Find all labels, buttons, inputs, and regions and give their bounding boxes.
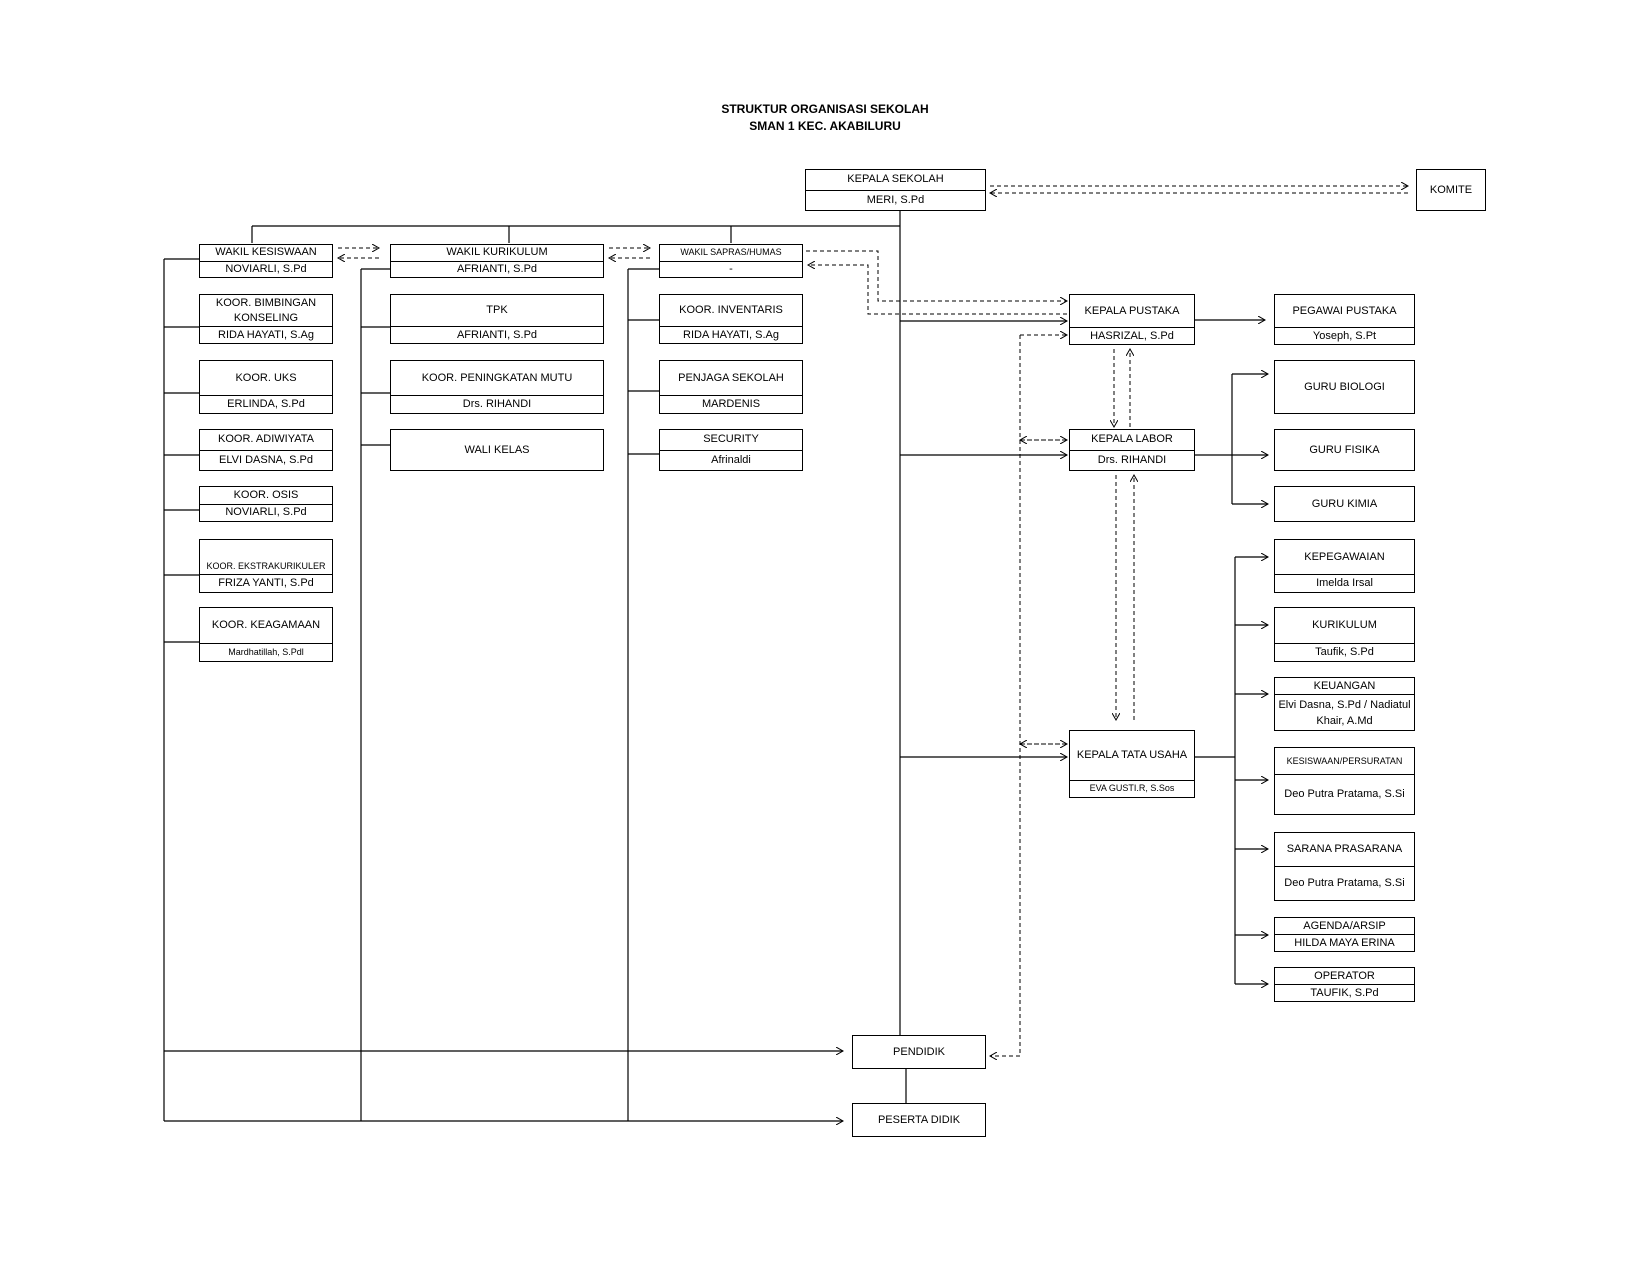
box-koor-mutu: KOOR. PENINGKATAN MUTU Drs. RIHANDI bbox=[390, 360, 604, 414]
box-name: HASRIZAL, S.Pd bbox=[1070, 327, 1194, 344]
box-role: KOOR. EKSTRAKURIKULER bbox=[206, 561, 326, 571]
box-role: TPK bbox=[486, 304, 508, 317]
box-name: Drs. RIHANDI bbox=[1070, 449, 1194, 471]
box-guru-kimia: GURU KIMIA bbox=[1274, 486, 1415, 522]
box-role: KOOR. PENINGKATAN MUTU bbox=[421, 371, 573, 384]
box-kepala-pustaka: KEPALA PUSTAKA HASRIZAL, S.Pd bbox=[1069, 294, 1195, 345]
box-pendidik: PENDIDIK bbox=[852, 1035, 986, 1069]
box-role: OPERATOR bbox=[1314, 969, 1375, 982]
box-role: KOMITE bbox=[1429, 183, 1473, 196]
box-guru-biologi: GURU BIOLOGI bbox=[1274, 360, 1415, 414]
box-name: NOVIARLI, S.Pd bbox=[200, 260, 332, 278]
box-role: PENJAGA SEKOLAH bbox=[678, 371, 784, 384]
box-wali-kelas: WALI KELAS bbox=[390, 429, 604, 471]
box-koor-adiwiyata: KOOR. ADIWIYATA ELVI DASNA, S.Pd bbox=[199, 429, 333, 471]
box-wakil-kesiswaan: WAKIL KESISWAAN NOVIARLI, S.Pd bbox=[199, 244, 333, 278]
box-role: KEPALA PUSTAKA bbox=[1084, 304, 1180, 317]
box-role: KOOR. OSIS bbox=[233, 488, 299, 501]
box-name: AFRIANTI, S.Pd bbox=[391, 326, 603, 343]
box-penjaga-sekolah: PENJAGA SEKOLAH MARDENIS bbox=[659, 360, 803, 414]
box-name: AFRIANTI, S.Pd bbox=[391, 260, 603, 278]
box-name: Deo Putra Pratama, S.Si bbox=[1275, 866, 1414, 900]
box-name: ERLINDA, S.Pd bbox=[200, 395, 332, 413]
box-kepala-tu: KEPALA TATA USAHA EVA GUSTI.R, S.Sos bbox=[1069, 730, 1195, 798]
box-name: Deo Putra Pratama, S.Si bbox=[1275, 774, 1414, 814]
box-tpk: TPK AFRIANTI, S.Pd bbox=[390, 294, 604, 344]
box-role: WAKIL SAPRAS/HUMAS bbox=[680, 247, 782, 258]
box-pegawai-pustaka: PEGAWAI PUSTAKA Yoseph, S.Pt bbox=[1274, 294, 1415, 345]
box-kepala-labor: KEPALA LABOR Drs. RIHANDI bbox=[1069, 429, 1195, 471]
box-role: KOOR. UKS bbox=[235, 371, 297, 384]
box-name: MARDENIS bbox=[660, 395, 802, 413]
box-guru-fisika: GURU FISIKA bbox=[1274, 429, 1415, 471]
box-role: KEUANGAN bbox=[1313, 679, 1376, 692]
box-koor-inventaris: KOOR. INVENTARIS RIDA HAYATI, S.Ag bbox=[659, 294, 803, 344]
box-koor-uks: KOOR. UKS ERLINDA, S.Pd bbox=[199, 360, 333, 414]
chart-subtitle: SMAN 1 KEC. AKABILURU bbox=[749, 119, 901, 133]
box-kepala-sekolah: KEPALA SEKOLAH MERI, S.Pd bbox=[805, 169, 986, 211]
box-role: KEPALA SEKOLAH bbox=[847, 173, 944, 186]
box-role: KEPEGAWAIAN bbox=[1304, 550, 1385, 563]
box-name: TAUFIK, S.Pd bbox=[1275, 984, 1414, 1001]
box-name: EVA GUSTI.R, S.Sos bbox=[1070, 779, 1194, 797]
box-name: Afrinaldi bbox=[660, 449, 802, 471]
box-wakil-sapras: WAKIL SAPRAS/HUMAS - bbox=[659, 244, 803, 278]
box-role: WAKIL KESISWAAN bbox=[215, 246, 317, 259]
box-name: Elvi Dasna, S.Pd / Nadiatul Khair, A.Md bbox=[1275, 694, 1414, 730]
box-agenda-arsip: AGENDA/ARSIP HILDA MAYA ERINA bbox=[1274, 917, 1415, 952]
box-name: Taufik, S.Pd bbox=[1275, 642, 1414, 661]
box-kepegawaian: KEPEGAWAIAN Imelda Irsal bbox=[1274, 539, 1415, 593]
box-role: GURU BIOLOGI bbox=[1304, 380, 1385, 393]
box-koor-bk: KOOR. BIMBINGAN KONSELING RIDA HAYATI, S… bbox=[199, 294, 333, 344]
box-role: WALI KELAS bbox=[464, 443, 530, 456]
box-role: PESERTA DIDIK bbox=[877, 1113, 961, 1126]
box-name: HILDA MAYA ERINA bbox=[1275, 934, 1414, 951]
box-role: KEPALA LABOR bbox=[1091, 433, 1173, 446]
box-security: SECURITY Afrinaldi bbox=[659, 429, 803, 471]
box-role: KURIKULUM bbox=[1312, 618, 1377, 631]
box-sarana-prasarana: SARANA PRASARANA Deo Putra Pratama, S.Si bbox=[1274, 832, 1415, 901]
box-name: NOVIARLI, S.Pd bbox=[200, 503, 332, 522]
box-name: Yoseph, S.Pt bbox=[1275, 327, 1414, 344]
box-operator: OPERATOR TAUFIK, S.Pd bbox=[1274, 967, 1415, 1002]
box-keuangan: KEUANGAN Elvi Dasna, S.Pd / Nadiatul Kha… bbox=[1274, 677, 1415, 731]
box-name: ELVI DASNA, S.Pd bbox=[200, 449, 332, 471]
box-role: KOOR. INVENTARIS bbox=[679, 304, 783, 317]
box-name: Imelda Irsal bbox=[1275, 574, 1414, 592]
box-role: AGENDA/ARSIP bbox=[1303, 919, 1386, 932]
box-role: KEPALA TATA USAHA bbox=[1076, 748, 1188, 761]
box-peserta-didik: PESERTA DIDIK bbox=[852, 1103, 986, 1137]
box-name: RIDA HAYATI, S.Ag bbox=[200, 326, 332, 343]
box-role: SARANA PRASARANA bbox=[1286, 843, 1403, 855]
box-koor-keagamaan: KOOR. KEAGAMAAN Mardhatillah, S.Pdl bbox=[199, 607, 333, 662]
box-role: KOOR. ADIWIYATA bbox=[218, 433, 314, 446]
box-role: KOOR. BIMBINGAN KONSELING bbox=[215, 296, 317, 324]
box-role: GURU FISIKA bbox=[1309, 443, 1380, 456]
box-role: WAKIL KURIKULUM bbox=[446, 246, 548, 259]
box-name: RIDA HAYATI, S.Ag bbox=[660, 326, 802, 343]
box-kurikulum: KURIKULUM Taufik, S.Pd bbox=[1274, 607, 1415, 662]
box-name: FRIZA YANTI, S.Pd bbox=[200, 574, 332, 592]
box-koor-ekskul: KOOR. EKSTRAKURIKULER FRIZA YANTI, S.Pd bbox=[199, 539, 333, 593]
box-role: PENDIDIK bbox=[893, 1045, 945, 1058]
box-kesiswaan-persuratan: KESISWAAN/PERSURATAN Deo Putra Pratama, … bbox=[1274, 747, 1415, 815]
box-role: GURU KIMIA bbox=[1311, 497, 1378, 510]
chart-title: STRUKTUR ORGANISASI SEKOLAH bbox=[721, 102, 929, 116]
box-name: - bbox=[660, 260, 802, 278]
box-wakil-kurikulum: WAKIL KURIKULUM AFRIANTI, S.Pd bbox=[390, 244, 604, 278]
box-name: Mardhatillah, S.Pdl bbox=[200, 642, 332, 661]
box-name: MERI, S.Pd bbox=[806, 189, 985, 211]
box-role: KESISWAAN/PERSURATAN bbox=[1286, 755, 1403, 766]
box-komite: KOMITE bbox=[1416, 169, 1486, 211]
box-role: KOOR. KEAGAMAAN bbox=[211, 618, 321, 631]
box-name: Drs. RIHANDI bbox=[391, 395, 603, 413]
box-koor-osis: KOOR. OSIS NOVIARLI, S.Pd bbox=[199, 486, 333, 522]
box-role: SECURITY bbox=[703, 433, 759, 446]
box-role: PEGAWAI PUSTAKA bbox=[1292, 304, 1397, 317]
